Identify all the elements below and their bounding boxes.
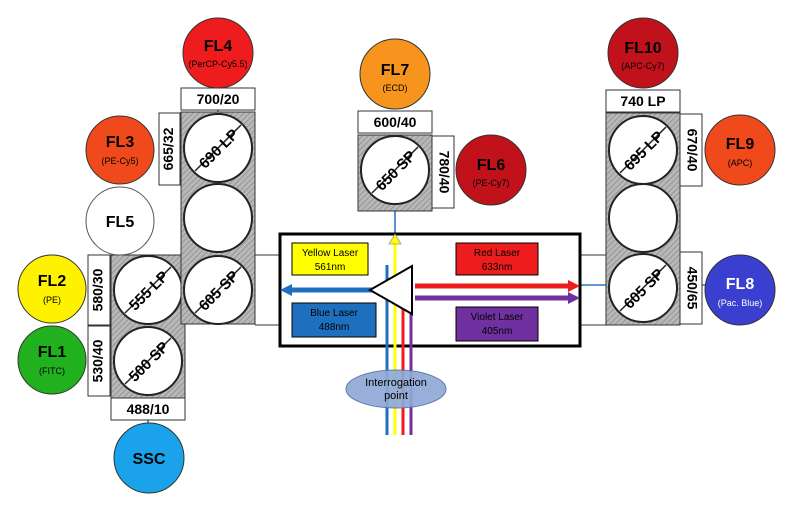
detector-fl6-name: FL6 xyxy=(477,157,506,174)
laser-box: Yellow Laser 561nm Red Laser 633nm Blue … xyxy=(278,232,582,435)
red-arrow-head xyxy=(568,280,580,292)
detector-fl10-name: FL10 xyxy=(624,40,661,57)
filter-670-40 xyxy=(679,113,703,187)
yellow-arrow-head xyxy=(388,233,402,245)
detector-fl1-circle xyxy=(17,325,87,395)
detector-fl10-circle xyxy=(607,17,679,89)
mirror-line xyxy=(194,266,242,314)
detector-fl9-circle xyxy=(704,114,776,186)
detector-fl4-tag: (PerCP-Cy5.5) xyxy=(188,59,247,69)
detector-fl3-tag: (PE-Cy5) xyxy=(101,156,138,166)
filter-450-65 xyxy=(679,251,703,325)
violet-laser-wavelength: 405nm xyxy=(482,326,513,337)
yellow-laser-box xyxy=(291,242,369,276)
detector-fl3: FL3 (PE-Cy5) xyxy=(85,115,155,185)
detector-fl10-tag: (APC-Cy7) xyxy=(621,61,665,71)
violet-laser-box xyxy=(455,306,539,342)
detectors: FL4 (PerCP-Cy5.5) FL3 (PE-Cy5) FL5 FL2 (… xyxy=(17,17,776,494)
filter-580-30-label: 580/30 xyxy=(90,268,106,311)
filter-780-40 xyxy=(431,135,455,209)
mirror-blank-right xyxy=(608,183,678,253)
detector-ssc: SSC xyxy=(113,422,185,494)
blue-arrow-head xyxy=(280,284,292,296)
detector-fl8-tag: (Pac. Blue) xyxy=(718,298,763,308)
detector-fl1-name: FL1 xyxy=(38,344,67,361)
red-laser-box xyxy=(455,242,539,276)
filter-670-40-label: 670/40 xyxy=(684,129,700,172)
filter-780-40-label: 780/40 xyxy=(436,151,452,194)
center-column: 650 SP 600/40 780/40 xyxy=(357,110,455,212)
filter-740lp xyxy=(605,89,681,113)
detector-fl8-circle xyxy=(704,254,776,326)
detector-fl2-tag: (PE) xyxy=(43,295,61,305)
detector-fl9: FL9 (APC) xyxy=(704,114,776,186)
mirror-line xyxy=(619,264,667,312)
detector-fl5: FL5 xyxy=(85,186,155,256)
detector-fl6-tag: (PE-Cy7) xyxy=(472,178,509,188)
mirror-line xyxy=(124,337,172,385)
detector-fl9-tag: (APC) xyxy=(728,158,753,168)
detector-fl10: FL10 (APC-Cy7) xyxy=(607,17,679,89)
filter-488-10-label: 488/10 xyxy=(127,401,170,417)
right-column: 695 LP 605 SP 740 LP 670/40 450/65 xyxy=(605,89,703,326)
detector-fl4: FL4 (PerCP-Cy5.5) xyxy=(182,17,254,89)
detector-fl5-circle xyxy=(85,186,155,256)
detector-fl6: FL6 (PE-Cy7) xyxy=(455,134,527,206)
filter-580-30 xyxy=(87,254,111,326)
interrogation-line2: point xyxy=(384,390,408,402)
mirror-line xyxy=(619,126,667,174)
detector-fl1: FL1 (FITC) xyxy=(17,325,87,395)
detector-fl6-circle xyxy=(455,134,527,206)
filter-600-40-label: 600/40 xyxy=(374,114,417,130)
left-upper-column: 690 LP 605 SP 700/20 665/32 xyxy=(158,87,256,325)
detector-fl8-name: FL8 xyxy=(726,276,755,293)
detector-fl3-circle xyxy=(85,115,155,185)
detector-fl1-tag: (FITC) xyxy=(39,366,65,376)
detector-fl7: FL7 (ECD) xyxy=(359,38,431,110)
blue-laser-wavelength: 488nm xyxy=(319,322,350,333)
yellow-laser-wavelength: 561nm xyxy=(315,262,346,273)
filter-700-20-label: 700/20 xyxy=(197,91,240,107)
interrogation-point xyxy=(345,369,447,409)
filter-600-40 xyxy=(357,110,433,134)
yellow-laser-name: Yellow Laser xyxy=(302,248,359,259)
detector-fl2-circle xyxy=(17,254,87,324)
detector-fl2: FL2 (PE) xyxy=(17,254,87,324)
filter-740lp-label: 740 LP xyxy=(620,93,665,109)
filter-450-65-label: 450/65 xyxy=(684,267,700,310)
prism-triangle xyxy=(367,264,413,316)
mirror-blank-left xyxy=(183,183,253,253)
left-lower-column: 555 LP 500 SP 580/30 530/40 488/10 xyxy=(87,254,186,421)
detector-fl9-name: FL9 xyxy=(726,136,755,153)
detector-ssc-circle xyxy=(113,422,185,494)
mirror-line xyxy=(194,124,242,172)
detector-fl4-circle xyxy=(182,17,254,89)
filter-530-40-label: 530/40 xyxy=(90,339,106,382)
blue-laser-box xyxy=(291,302,377,338)
detector-fl7-circle xyxy=(359,38,431,110)
detector-fl7-tag: (ECD) xyxy=(383,83,408,93)
violet-arrow-head xyxy=(568,292,580,304)
detector-fl4-name: FL4 xyxy=(204,38,233,55)
interrogation-line1: Interrogation xyxy=(365,377,427,389)
filter-488-10 xyxy=(110,397,186,421)
violet-laser-name: Violet Laser xyxy=(471,312,524,323)
detector-fl7-name: FL7 xyxy=(381,62,410,79)
red-laser-name: Red Laser xyxy=(474,248,521,259)
filter-665-32 xyxy=(158,112,181,186)
detector-fl3-name: FL3 xyxy=(106,134,135,151)
red-laser-wavelength: 633nm xyxy=(482,262,513,273)
detector-fl8: FL8 (Pac. Blue) xyxy=(704,254,776,326)
mirror-line xyxy=(371,146,419,194)
detector-ssc-name: SSC xyxy=(133,451,166,468)
detector-fl5-name: FL5 xyxy=(106,214,135,231)
detector-fl2-name: FL2 xyxy=(38,273,67,290)
filter-530-40 xyxy=(87,325,111,397)
blue-laser-name: Blue Laser xyxy=(310,308,358,319)
mirror-line xyxy=(124,266,172,314)
filter-665-32-label: 665/32 xyxy=(160,127,176,170)
